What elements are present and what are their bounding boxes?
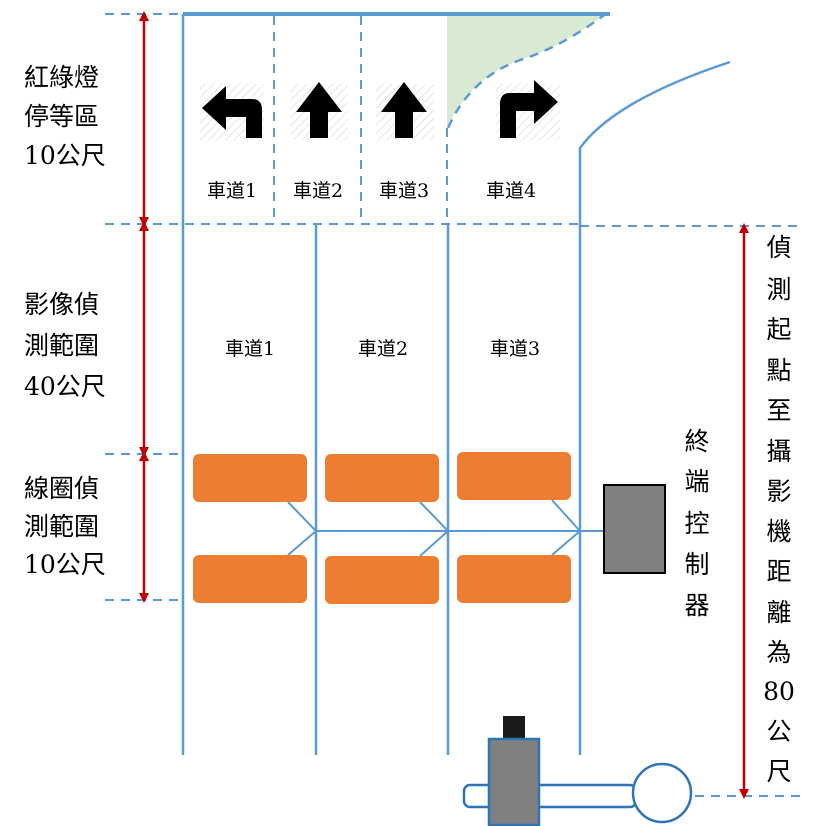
distance-char: 點 — [766, 356, 791, 385]
channelized-island — [447, 12, 608, 128]
distance-char: 尺 — [766, 757, 791, 786]
road-right-edge — [578, 60, 731, 755]
loop-zone-label-line2: 測範圍 — [24, 512, 99, 541]
loop-coil — [325, 556, 439, 604]
loop-wiring — [287, 499, 603, 557]
distance-char: 測 — [766, 275, 791, 304]
terminal-char: 控 — [684, 509, 709, 538]
straight-arrow-icon — [290, 82, 348, 140]
distance-char: 影 — [766, 477, 791, 506]
distance-char: 為 — [766, 638, 791, 667]
island-dashed-edge — [446, 11, 608, 129]
distance-char: 至 — [766, 396, 791, 425]
upper-lane-label-4: 車道4 — [486, 180, 536, 202]
stop-zone-label-line1: 紅綠燈 — [24, 63, 99, 92]
terminal-char: 制 — [684, 550, 709, 579]
distance-char: 80 — [763, 677, 795, 706]
distance-char: 公 — [766, 717, 791, 746]
camera-icon — [487, 716, 541, 826]
upper-lane-label-1: 車道1 — [207, 180, 257, 202]
terminal-controller — [603, 484, 666, 574]
loop-coil — [457, 555, 571, 603]
distance-char: 偵 — [766, 233, 791, 262]
camera-distance-label: 偵 測 起 點 至 攝 影 機 距 離 為 80 公 尺 — [763, 233, 795, 786]
stop-zone-label-line3: 10公尺 — [24, 141, 106, 170]
left-turn-arrow-icon — [200, 84, 264, 140]
distance-char: 起 — [766, 315, 791, 344]
loop-coil — [193, 454, 307, 502]
video-zone-label-line3: 40公尺 — [24, 372, 106, 401]
loop-zone-label-line1: 線圈偵 — [24, 474, 99, 503]
distance-char: 攝 — [766, 437, 791, 466]
loop-coil — [457, 452, 571, 500]
terminal-controller-label: 終 端 控 制 器 — [684, 427, 709, 620]
upper-lane-label-2: 車道2 — [293, 180, 343, 202]
lower-lane-label-1: 車道1 — [225, 338, 275, 360]
distance-char: 離 — [766, 598, 791, 627]
video-zone-label-line2: 測範圍 — [24, 331, 99, 360]
loop-zone-label-line3: 10公尺 — [24, 550, 106, 579]
right-turn-arrow-icon — [496, 80, 560, 140]
straight-arrow-icon — [376, 82, 434, 140]
lower-lane-label-2: 車道2 — [358, 338, 408, 360]
distance-char: 機 — [766, 517, 791, 546]
stop-zone-label-line2: 停等區 — [24, 102, 99, 131]
video-zone-label-line1: 影像偵 — [24, 290, 99, 319]
loop-coil — [193, 555, 307, 603]
upper-lane-label-3: 車道3 — [379, 180, 429, 202]
lower-lane-label-3: 車道3 — [490, 338, 540, 360]
terminal-char: 器 — [684, 591, 709, 620]
loop-coil — [325, 454, 439, 502]
distance-char: 距 — [766, 557, 791, 586]
terminal-char: 端 — [684, 467, 709, 496]
terminal-char: 終 — [684, 427, 709, 456]
